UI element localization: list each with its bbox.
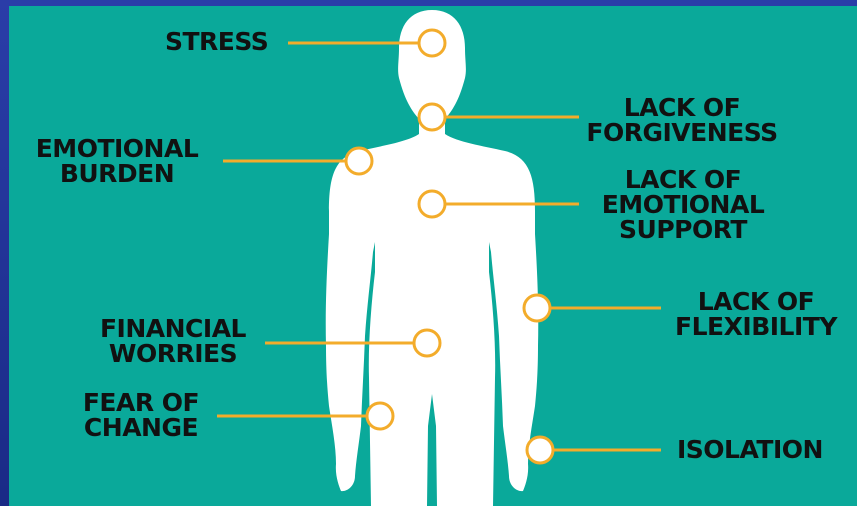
- label-isolation: ISOLATION: [677, 437, 823, 462]
- label-lack-of-forgiveness: LACK OF FORGIVENESS: [575, 95, 789, 145]
- label-financial-worries: FINANCIAL WORRIES: [87, 316, 259, 366]
- marker-emotional-burden: [346, 148, 372, 174]
- marker-isolation: [527, 437, 553, 463]
- human-silhouette: [326, 10, 539, 506]
- marker-emotional-support: [419, 191, 445, 217]
- label-stress: STRESS: [165, 29, 268, 54]
- diagram-panel: STRESS EMOTIONAL BURDEN FINANCIAL WORRIE…: [9, 6, 857, 506]
- label-emotional-burden: EMOTIONAL BURDEN: [19, 136, 215, 186]
- marker-financial: [414, 330, 440, 356]
- label-lack-of-flexibility: LACK OF FLEXIBILITY: [663, 289, 849, 339]
- label-fear-of-change: FEAR OF CHANGE: [73, 390, 209, 440]
- marker-fear: [367, 403, 393, 429]
- marker-flexibility: [524, 295, 550, 321]
- marker-forgiveness: [419, 104, 445, 130]
- marker-stress: [419, 30, 445, 56]
- label-lack-of-emotional-support: LACK OF EMOTIONAL SUPPORT: [585, 167, 781, 242]
